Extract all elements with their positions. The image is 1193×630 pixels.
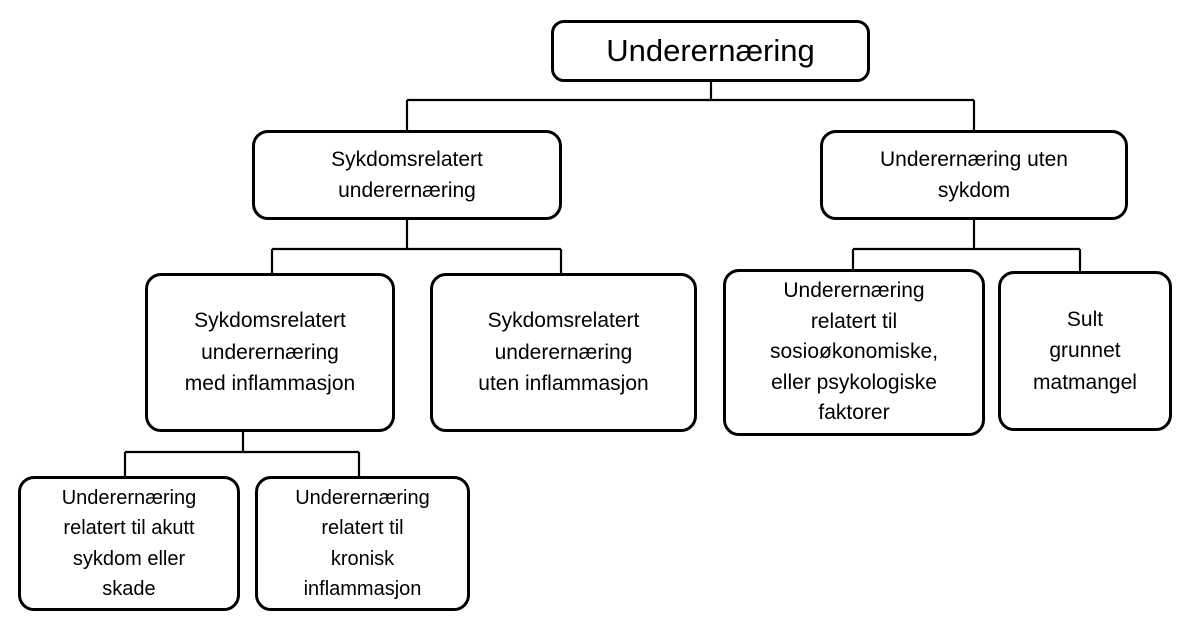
node-underernaering-uten-sykdom: Underernæring uten sykdom: [820, 130, 1128, 220]
node-underernaering-uten-sykdom-label: Underernæring uten sykdom: [880, 147, 1068, 203]
node-akutt-sykdom-eller-skade: Underernæring relatert til akutt sykdom …: [18, 476, 240, 611]
node-med-inflammasjon-label: Sykdomsrelatert underernæring med inflam…: [184, 309, 356, 396]
node-sykdomsrelatert-underernaering: Sykdomsrelatert underernæring: [252, 130, 562, 220]
node-kronisk-inflammasjon-label: Underernæring relatert til kronisk infla…: [295, 486, 430, 600]
node-underernaering: Underernæring: [551, 20, 870, 82]
node-uten-inflammasjon: Sykdomsrelatert underernæring uten infla…: [430, 273, 697, 432]
node-sosiooekonomiske-faktorer-label: Underernæring relatert til sosioøkonomis…: [769, 279, 939, 425]
node-akutt-sykdom-eller-skade-label: Underernæring relatert til akutt sykdom …: [61, 486, 197, 600]
node-kronisk-inflammasjon: Underernæring relatert til kronisk infla…: [255, 476, 470, 611]
node-sult-grunnet-matmangel: Sult grunnet matmangel: [998, 271, 1172, 431]
node-med-inflammasjon: Sykdomsrelatert underernæring med inflam…: [145, 273, 395, 432]
node-underernaering-label: Underernæring: [606, 33, 815, 69]
node-sult-grunnet-matmangel-label: Sult grunnet matmangel: [1033, 307, 1137, 394]
node-uten-inflammasjon-label: Sykdomsrelatert underernæring uten infla…: [478, 309, 649, 396]
node-sykdomsrelatert-underernaering-label: Sykdomsrelatert underernæring: [331, 147, 483, 203]
node-sosiooekonomiske-faktorer: Underernæring relatert til sosioøkonomis…: [723, 269, 985, 436]
